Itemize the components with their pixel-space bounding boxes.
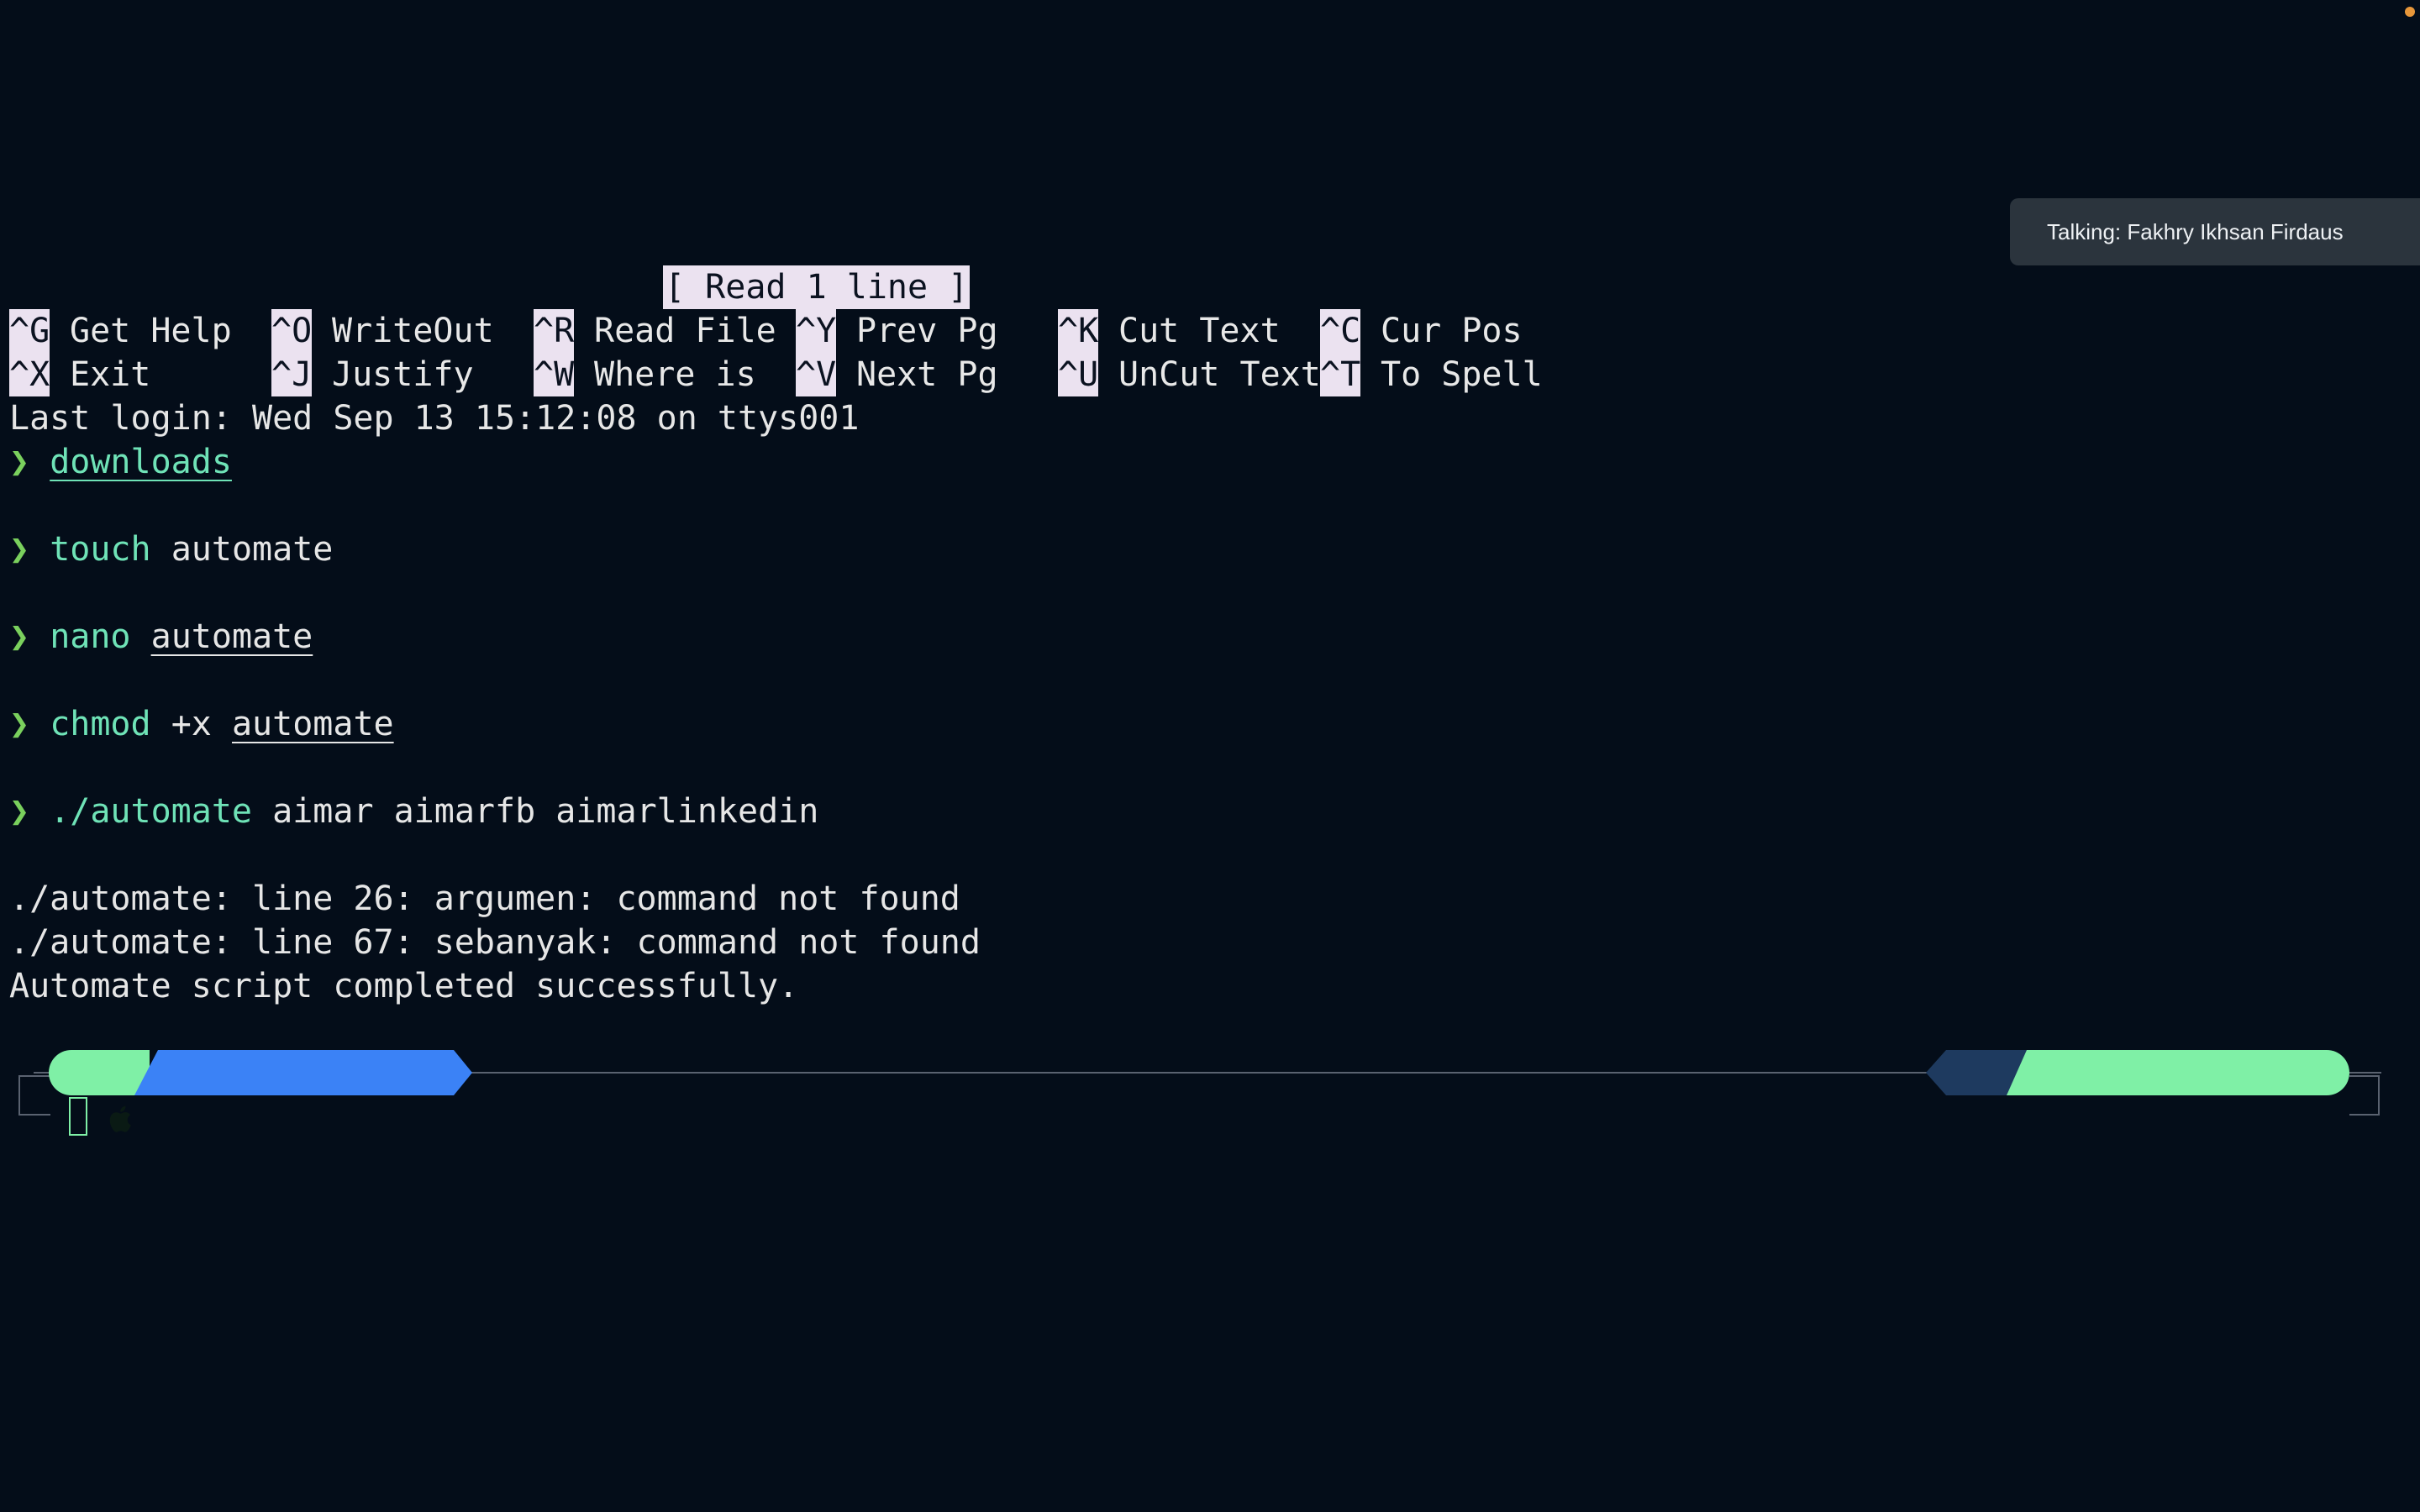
command-name: downloads <box>50 443 232 481</box>
shortcut-where-is: ^W Where is <box>534 353 756 396</box>
directory-segment: ~/downloads <box>134 1050 454 1095</box>
terminal-window[interactable]: [ Read 1 line ] ^G Get Help ^O WriteOut ^R… <box>9 0 2412 1512</box>
shortcut-key: ^X <box>9 353 50 396</box>
shortcut-to-spell: ^T To Spell <box>1320 353 1543 396</box>
command-line: ❯ chmod +x automate <box>9 702 394 746</box>
command-name: touch <box>50 530 151 569</box>
shortcut-key: ^W <box>534 353 574 396</box>
shortcut-key: ^T <box>1320 353 1360 396</box>
command-args: automate <box>231 705 394 743</box>
output-line: ./automate: line 26: argumen: command no… <box>9 879 960 918</box>
command-line: ❯ nano automate <box>9 615 313 659</box>
shortcut-read-file: ^R Read File <box>534 309 776 353</box>
shortcut-label: Justify <box>332 355 474 394</box>
shortcut-key: ^U <box>1058 353 1098 396</box>
prompt-bracket-right <box>2349 1075 2380 1116</box>
prompt-symbol: ❯ <box>9 443 30 481</box>
time-segment: at 15:18:34 <box>2007 1050 2349 1095</box>
prompt-symbol: ❯ <box>9 705 30 743</box>
shortcut-get-help: ^G Get Help <box>9 309 232 353</box>
shortcut-label: Prev Pg <box>856 312 998 350</box>
shortcut-label: Cut Text <box>1118 312 1281 350</box>
recording-indicator-dot <box>2405 7 2415 17</box>
shortcut-uncut-text: ^U UnCut Text <box>1058 353 1321 396</box>
terminal-cursor[interactable] <box>69 1097 87 1136</box>
command-args: automate <box>150 617 313 656</box>
directory-segment-tip <box>454 1050 472 1095</box>
command-line: ❯ touch automate <box>9 528 333 571</box>
prompt-bracket-left <box>18 1075 50 1116</box>
shortcut-label: To Spell <box>1381 355 1543 394</box>
command-name: nano <box>50 617 131 656</box>
talking-label: Talking: Fakhry Ikhsan Firdaus <box>2047 219 2344 244</box>
shortcut-prev-pg: ^Y Prev Pg <box>796 309 998 353</box>
shortcut-label: WriteOut <box>332 312 494 350</box>
shortcut-label: Get Help <box>70 312 232 350</box>
command-args: automate <box>171 530 334 569</box>
shortcut-key: ^K <box>1058 309 1098 353</box>
shortcut-label: Read File <box>594 312 776 350</box>
shortcut-exit: ^X Exit <box>9 353 150 396</box>
shortcut-label: Next Pg <box>856 355 998 394</box>
command-name: ./automate <box>50 792 253 831</box>
command-flag: +x <box>171 705 212 743</box>
command-line: ❯ ./automate aimar aimarfb aimarlinkedin <box>9 790 818 833</box>
shortcut-label: Exit <box>70 355 151 394</box>
output-line: ./automate: line 67: sebanyak: command n… <box>9 923 981 962</box>
command-args: aimar aimarfb aimarlinkedin <box>272 792 819 831</box>
shortcut-key: ^C <box>1320 309 1360 353</box>
shortcut-next-pg: ^V Next Pg <box>796 353 998 396</box>
shortcut-key: ^V <box>796 353 836 396</box>
prompt-divider-line <box>34 1072 2381 1074</box>
prompt-symbol: ❯ <box>9 530 30 569</box>
prompt-symbol: ❯ <box>9 617 30 656</box>
command-line: ❯ downloads <box>9 440 232 484</box>
shortcut-key: ^O <box>271 309 312 353</box>
command-name: chmod <box>50 705 151 743</box>
last-login-line: Last login: Wed Sep 13 15:12:08 on ttys0… <box>9 399 860 438</box>
shortcut-cur-pos: ^C Cur Pos <box>1320 309 1523 353</box>
output-line: Automate script completed successfully. <box>9 967 799 1005</box>
shortcut-label: UnCut Text <box>1118 355 1321 394</box>
os-segment <box>49 1050 150 1132</box>
nano-status-message: [ Read 1 line ] <box>663 265 971 309</box>
prompt-symbol: ❯ <box>9 792 30 831</box>
apple-icon <box>109 1105 131 1132</box>
shortcut-key: ^R <box>534 309 574 353</box>
shortcut-label: Where is <box>594 355 756 394</box>
shortcut-key: ^G <box>9 309 50 353</box>
talking-overlay: Talking: Fakhry Ikhsan Firdaus <box>2010 198 2420 265</box>
shortcut-writeout: ^O WriteOut <box>271 309 494 353</box>
shortcut-label: Cur Pos <box>1381 312 1523 350</box>
shortcut-key: ^Y <box>796 309 836 353</box>
shortcut-justify: ^J Justify <box>271 353 474 396</box>
shortcut-cut-text: ^K Cut Text <box>1058 309 1281 353</box>
shortcut-key: ^J <box>271 353 312 396</box>
